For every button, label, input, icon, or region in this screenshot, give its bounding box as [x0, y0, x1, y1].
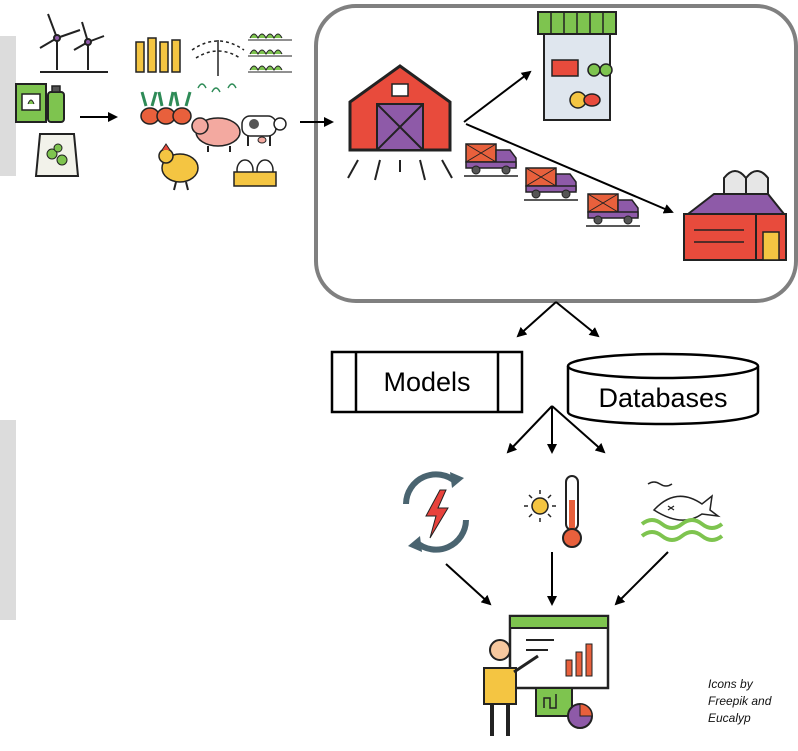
- side-bar-bottom: [0, 420, 16, 620]
- databases-cylinder: [566, 352, 760, 426]
- seed-bag-icon: [34, 133, 80, 177]
- temperature-icon: [524, 475, 582, 548]
- wind-turbine-icon: [39, 13, 108, 73]
- seedlings-icon: [248, 33, 292, 73]
- pig-icon: [191, 117, 241, 152]
- arrow-farm-to-storage: [465, 123, 674, 214]
- credits-line-2: Freepik and: [708, 694, 772, 708]
- marine-pollution-icon: [640, 481, 724, 542]
- arrow-marine-to-dashboard: [614, 551, 669, 606]
- cow-icon: [241, 115, 287, 146]
- wheat-icon: [135, 37, 181, 73]
- icon-credits: Icons by Freepik and Eucalyp: [708, 676, 798, 727]
- models-label: Models: [383, 366, 471, 397]
- models-box: [330, 350, 524, 414]
- barn-icon: [347, 64, 453, 181]
- energy-cycle-icon: [403, 471, 469, 553]
- credits-line-3: Eucalyp: [708, 711, 751, 725]
- irrigation-icon: [191, 40, 245, 93]
- databases-label: Databases: [598, 382, 728, 413]
- arrow-db-to-marine: [551, 405, 606, 454]
- arrow-frame-to-models: [516, 301, 557, 338]
- credits-line-1: Icons by: [708, 677, 753, 691]
- arrow-db-to-energy: [506, 405, 553, 454]
- carrot-icon: [140, 91, 192, 125]
- arrow-frame-to-databases: [555, 301, 600, 338]
- eggs-icon: [233, 159, 277, 187]
- warehouse-icon: [683, 170, 787, 261]
- side-bar-top: [0, 36, 16, 176]
- dashboard-presenter-icon: [483, 614, 610, 736]
- fertilizer-icon: [15, 83, 65, 123]
- chicken-icon: [158, 143, 199, 191]
- truck-icon: [464, 143, 640, 227]
- market-stall-icon: [537, 11, 617, 121]
- arrow-energy-to-dashboard: [445, 563, 492, 606]
- farm-frame: [314, 4, 798, 303]
- arrow-farm-to-market: [463, 70, 532, 123]
